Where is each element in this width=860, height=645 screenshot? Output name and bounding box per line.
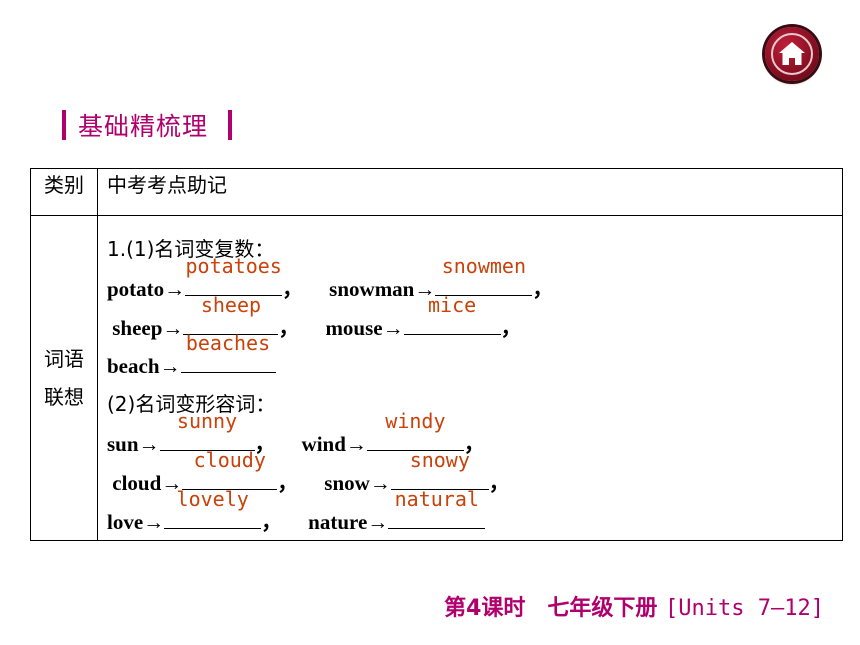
word: cloud→ bbox=[112, 470, 183, 495]
word: sheep→ bbox=[112, 315, 184, 340]
answer: windy bbox=[385, 408, 446, 433]
answer: cloudy bbox=[193, 447, 266, 472]
word: snow→ bbox=[324, 470, 391, 495]
title-bar-left bbox=[62, 110, 66, 140]
content-cell: 1.(1)名词变复数： potato→potatoes，snowman→snow… bbox=[97, 214, 843, 542]
home-button[interactable] bbox=[765, 27, 819, 81]
content-line: (2)名词变形容词： bbox=[107, 385, 842, 424]
answer: snowy bbox=[409, 447, 470, 472]
footer-lesson: 第4课时 七年级下册 bbox=[444, 596, 658, 621]
section-title: 基础精梳理 bbox=[62, 108, 233, 142]
answer: beaches bbox=[185, 331, 271, 356]
content-line: love→lovely，nature→natural bbox=[107, 488, 842, 541]
answer-blank[interactable]: windy bbox=[366, 410, 464, 451]
answer: potatoes bbox=[185, 253, 282, 278]
answer: natural bbox=[394, 486, 479, 511]
answer-blank[interactable]: beaches bbox=[180, 332, 276, 374]
review-table: 类别 中考考点助记 词语 联想 1.(1)名词变复数： potato→potat… bbox=[30, 168, 843, 542]
content-line: beach→beaches bbox=[107, 332, 842, 385]
answer-blank[interactable]: mice bbox=[403, 294, 501, 335]
word: nature→ bbox=[308, 509, 389, 534]
section-title-text: 基础精梳理 bbox=[78, 112, 209, 141]
answer: mice bbox=[428, 292, 477, 317]
answer-blank[interactable]: snowmen bbox=[435, 255, 533, 296]
content-line: cloud→cloudy，snow→snowy， bbox=[112, 447, 510, 495]
word: sun→ bbox=[107, 431, 160, 456]
answer-blank[interactable]: sunny bbox=[159, 410, 255, 451]
answer: sheep bbox=[200, 292, 262, 317]
answer-blank[interactable]: sheep bbox=[183, 294, 279, 335]
answer-blank[interactable]: snowy bbox=[390, 449, 489, 490]
word: beach→ bbox=[107, 354, 181, 379]
answer: snowmen bbox=[441, 253, 527, 278]
answer-blank[interactable]: natural bbox=[388, 488, 486, 529]
word: mouse→ bbox=[325, 315, 404, 340]
table-row: 词语 联想 1.(1)名词变复数： potato→potatoes，snowma… bbox=[30, 214, 843, 542]
title-bar-right bbox=[228, 110, 233, 140]
home-icon bbox=[779, 42, 805, 65]
content-line: sun→sunny，wind→windy， bbox=[107, 408, 485, 456]
footer-lesson-info: 第4课时 七年级下册 [Units 7—12] bbox=[444, 590, 824, 622]
word: snowman→ bbox=[329, 276, 436, 301]
word: wind→ bbox=[301, 431, 367, 456]
word: love→ bbox=[107, 509, 165, 534]
answer-blank[interactable]: potatoes bbox=[185, 255, 283, 296]
content-line: potato→potatoes，snowman→snowmen， bbox=[107, 253, 554, 301]
header-cell-content: 中考考点助记 bbox=[97, 168, 843, 216]
content-line: 1.(1)名词变复数： bbox=[107, 230, 842, 269]
footer-units: [Units 7—12] bbox=[665, 596, 824, 621]
heading-adjective: (2)名词变形容词： bbox=[107, 392, 276, 417]
answer: sunny bbox=[176, 408, 238, 433]
content-line: sheep→sheep，mouse→mice， bbox=[112, 292, 522, 340]
category-cell: 词语 联想 bbox=[30, 214, 98, 542]
table-header-row: 类别 中考考点助记 bbox=[30, 168, 843, 216]
category-line: 联想 bbox=[44, 385, 84, 410]
word: potato→ bbox=[107, 276, 186, 301]
header-cell-category: 类别 bbox=[30, 168, 98, 216]
category-line: 词语 bbox=[44, 347, 84, 372]
answer-blank[interactable]: lovely bbox=[164, 488, 262, 529]
heading-plural: 1.(1)名词变复数： bbox=[107, 237, 275, 261]
answer-blank[interactable]: cloudy bbox=[182, 449, 278, 490]
answer: lovely bbox=[176, 486, 249, 511]
